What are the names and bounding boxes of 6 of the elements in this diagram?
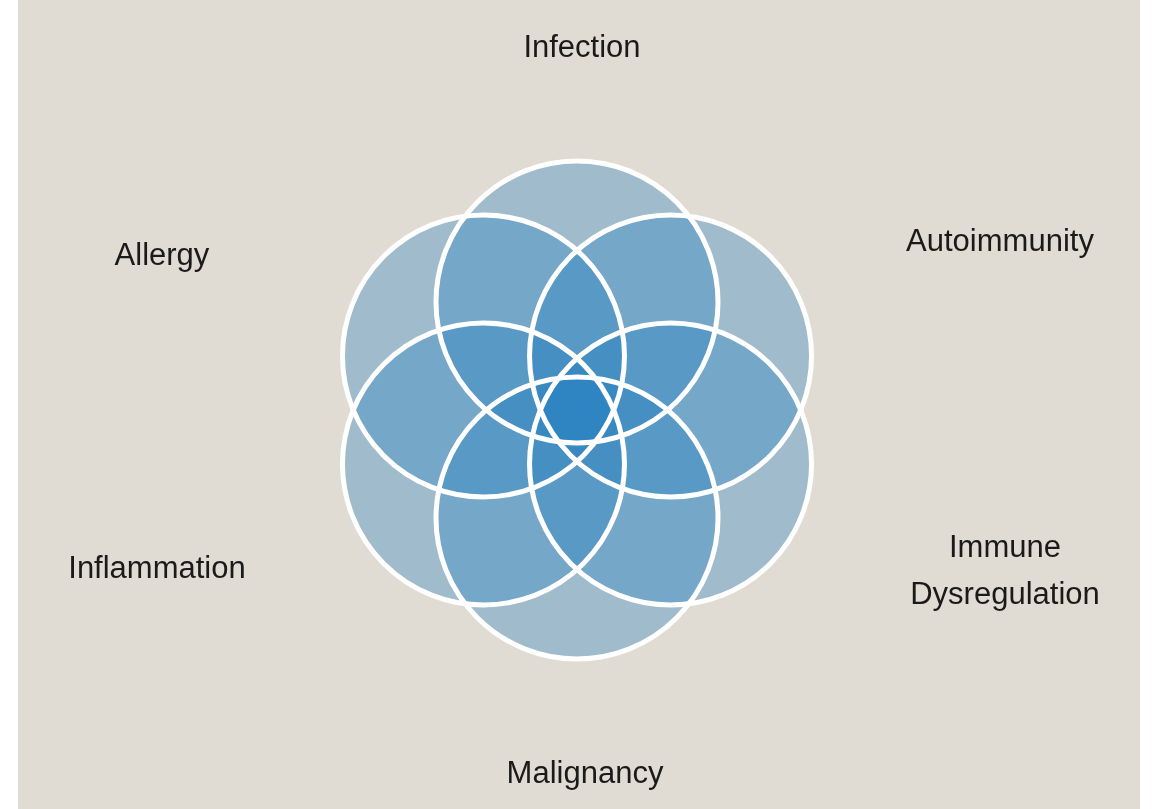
category-label: Allergy	[113, 235, 211, 274]
category-label: Immune Dysregulation	[909, 527, 1101, 613]
category-label: Autoimmunity	[905, 221, 1095, 260]
category-label: Infection	[522, 27, 642, 66]
category-label: Malignancy	[505, 753, 665, 792]
category-label: Inflammation	[67, 548, 247, 587]
